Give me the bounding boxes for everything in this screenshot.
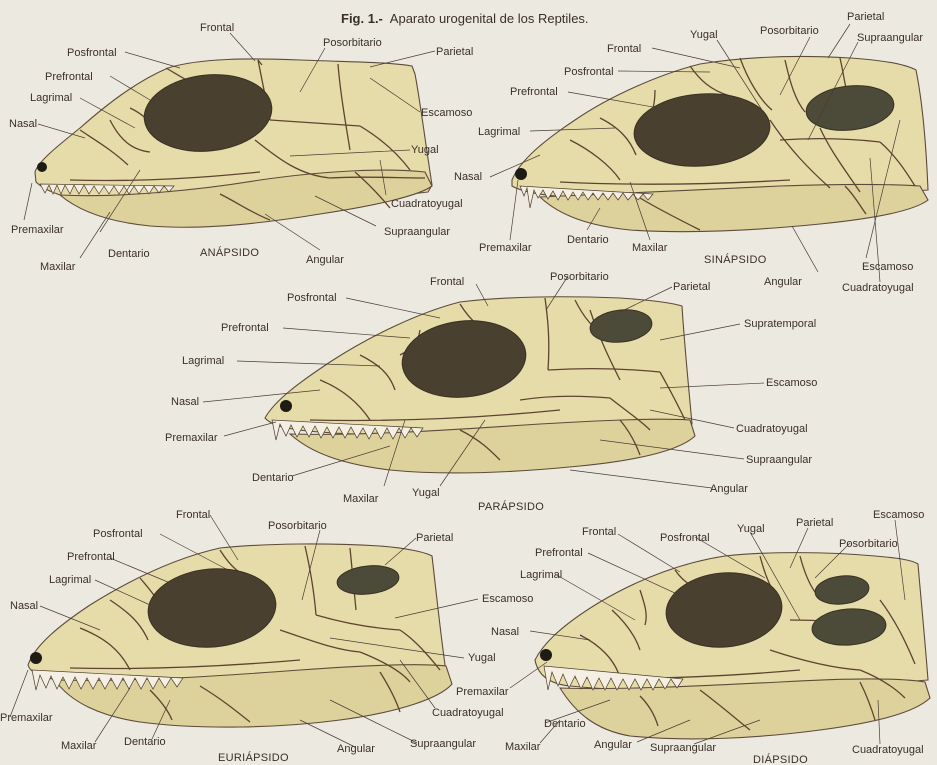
- figure-number: Fig. 1.-: [341, 11, 383, 26]
- parapsido-label-dentario: Dentario: [252, 472, 294, 484]
- anapsido-label-posfrontal: Posfrontal: [67, 47, 117, 59]
- parapsido-label-posfrontal: Posfrontal: [287, 292, 337, 304]
- euriapsido-label-escamoso: Escamoso: [482, 593, 533, 605]
- diapsido-naris: [540, 649, 552, 661]
- diapsido-label-posorbitario: Posorbitario: [839, 538, 898, 550]
- diapsido-label-supraangular: Supraangular: [650, 742, 716, 754]
- sinapsido-title: SINÁPSIDO: [704, 253, 767, 266]
- parapsido-label-premaxilar: Premaxilar: [165, 432, 218, 444]
- euriapsido-naris: [30, 652, 42, 664]
- sinapsido-label-premaxilar: Premaxilar: [479, 242, 532, 254]
- skull-sinapsido: [512, 56, 928, 231]
- diapsido-label-angular: Angular: [594, 739, 632, 751]
- parapsido-label-frontal: Frontal: [430, 276, 464, 288]
- anapsido-naris: [37, 162, 47, 172]
- euriapsido-label-posorbitario: Posorbitario: [268, 520, 327, 532]
- figure-caption: Fig. 1.- Aparato urogenital de los Repti…: [341, 11, 589, 26]
- anapsido-label-maxilar: Maxilar: [40, 261, 76, 273]
- sinapsido-label-maxilar: Maxilar: [632, 242, 668, 254]
- diapsido-label-maxilar: Maxilar: [505, 741, 541, 753]
- parapsido-label-parietal: Parietal: [673, 281, 710, 293]
- sinapsido-label-prefrontal: Prefrontal: [510, 86, 558, 98]
- euriapsido-label-maxilar: Maxilar: [61, 740, 97, 752]
- parapsido-label-yugal: Yugal: [412, 487, 440, 499]
- parapsido-label-nasal: Nasal: [171, 396, 199, 408]
- euriapsido-label-nasal: Nasal: [10, 600, 38, 612]
- anapsido-label-prefrontal: Prefrontal: [45, 71, 93, 83]
- diapsido-label-posfrontal: Posfrontal: [660, 532, 710, 544]
- euriapsido-label-frontal: Frontal: [176, 509, 210, 521]
- sinapsido-label-frontal: Frontal: [607, 43, 641, 55]
- skull-diapsido: [535, 553, 930, 739]
- anapsido-label-escamoso: Escamoso: [421, 107, 472, 119]
- diapsido-label-escamoso: Escamoso: [873, 509, 924, 521]
- parapsido-label-lagrimal: Lagrimal: [182, 355, 224, 367]
- euriapsido-label-posfrontal: Posfrontal: [93, 528, 143, 540]
- parapsido-title: PARÁPSIDO: [478, 500, 544, 513]
- anapsido-title: ANÁPSIDO: [200, 246, 259, 259]
- diapsido-title: DIÁPSIDO: [753, 753, 808, 765]
- parapsido-label-angular: Angular: [710, 483, 748, 495]
- anapsido-label-angular: Angular: [306, 254, 344, 266]
- parapsido-label-supratemporal: Supratemporal: [744, 318, 816, 330]
- parapsido-label-posorbitario: Posorbitario: [550, 271, 609, 283]
- euriapsido-label-cuadratoyugal: Cuadratoyugal: [432, 707, 504, 719]
- sinapsido-naris: [515, 168, 527, 180]
- euriapsido-label-lagrimal: Lagrimal: [49, 574, 91, 586]
- parapsido-label-supraangular: Supraangular: [746, 454, 812, 466]
- anapsido-label-supraangular: Supraangular: [384, 226, 450, 238]
- sinapsido-label-yugal: Yugal: [690, 29, 718, 41]
- anapsido-label-cuadratoyugal: Cuadratoyugal: [391, 198, 463, 210]
- euriapsido-label-premaxilar: Premaxilar: [0, 712, 53, 724]
- sinapsido-label-supraangular: Supraangular: [857, 32, 923, 44]
- parapsido-label-maxilar: Maxilar: [343, 493, 379, 505]
- diapsido-label-dentario: Dentario: [544, 718, 586, 730]
- diapsido-label-yugal: Yugal: [737, 523, 765, 535]
- diapsido-label-frontal: Frontal: [582, 526, 616, 538]
- diapsido-label-parietal: Parietal: [796, 517, 833, 529]
- anapsido-label-parietal: Parietal: [436, 46, 473, 58]
- skull-anapsido: [35, 59, 432, 227]
- sinapsido-label-lagrimal: Lagrimal: [478, 126, 520, 138]
- sinapsido-label-angular: Angular: [764, 276, 802, 288]
- anapsido-label-dentario: Dentario: [108, 248, 150, 260]
- diapsido-label-premaxilar: Premaxilar: [456, 686, 509, 698]
- parapsido-naris: [280, 400, 292, 412]
- anapsido-label-yugal: Yugal: [411, 144, 439, 156]
- sinapsido-label-dentario: Dentario: [567, 234, 609, 246]
- euriapsido-label-dentario: Dentario: [124, 736, 166, 748]
- euriapsido-label-supraangular: Supraangular: [410, 738, 476, 750]
- anapsido-label-frontal: Frontal: [200, 22, 234, 34]
- euriapsido-label-angular: Angular: [337, 743, 375, 755]
- skull-parapsido: [265, 297, 695, 473]
- diapsido-lower-jaw: [560, 679, 930, 739]
- sinapsido-label-parietal: Parietal: [847, 11, 884, 23]
- parapsido-label-prefrontal: Prefrontal: [221, 322, 269, 334]
- sinapsido-label-posfrontal: Posfrontal: [564, 66, 614, 78]
- anapsido-label-premaxilar: Premaxilar: [11, 224, 64, 236]
- diapsido-label-nasal: Nasal: [491, 626, 519, 638]
- diapsido-label-prefrontal: Prefrontal: [535, 547, 583, 559]
- euriapsido-title: EURIÁPSIDO: [218, 751, 289, 764]
- sinapsido-label-escamoso: Escamoso: [862, 261, 913, 273]
- euriapsido-label-prefrontal: Prefrontal: [67, 551, 115, 563]
- sinapsido-label-cuadratoyugal: Cuadratoyugal: [842, 282, 914, 294]
- parapsido-label-escamoso: Escamoso: [766, 377, 817, 389]
- figure-caption-text: Aparato urogenital de los Reptiles.: [390, 11, 589, 26]
- sinapsido-label-posorbitario: Posorbitario: [760, 25, 819, 37]
- diapsido-label-lagrimal: Lagrimal: [520, 569, 562, 581]
- anapsido-label-posorbitario: Posorbitario: [323, 37, 382, 49]
- euriapsido-label-parietal: Parietal: [416, 532, 453, 544]
- sinapsido-label-nasal: Nasal: [454, 171, 482, 183]
- anapsido-label-lagrimal: Lagrimal: [30, 92, 72, 104]
- euriapsido-label-yugal: Yugal: [468, 652, 496, 664]
- anapsido-label-nasal: Nasal: [9, 118, 37, 130]
- diapsido-label-cuadratoyugal: Cuadratoyugal: [852, 744, 924, 756]
- skull-euriapsido: [28, 544, 452, 727]
- parapsido-label-cuadratoyugal: Cuadratoyugal: [736, 423, 808, 435]
